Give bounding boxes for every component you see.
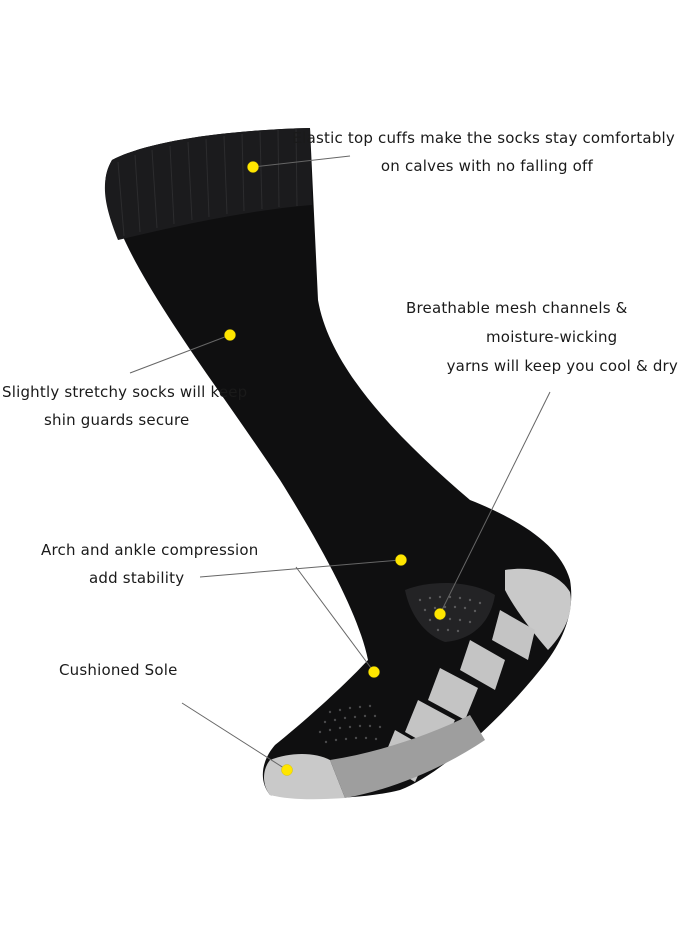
leader-sole bbox=[181, 702, 288, 771]
leader-mesh bbox=[439, 391, 551, 615]
hotspot-shin bbox=[224, 329, 236, 341]
callout-cuff: Elastic top cuffs make the socks stay co… bbox=[293, 128, 675, 176]
callout-sole-line-1: Cushioned Sole bbox=[59, 661, 178, 679]
hotspot-sole bbox=[281, 764, 293, 776]
callout-shin: Slightly stretchy socks will keep shin g… bbox=[2, 382, 247, 430]
hotspot-arch bbox=[395, 554, 407, 566]
instep-mesh bbox=[318, 704, 382, 744]
mesh-dots bbox=[418, 595, 482, 633]
callout-sole: Cushioned Sole bbox=[59, 660, 178, 680]
callout-mesh-line-2: moisture-wicking bbox=[486, 328, 618, 346]
callout-mesh-line-1: Breathable mesh channels & bbox=[406, 299, 628, 317]
sock bbox=[104, 128, 572, 800]
callout-cuff-line-1: Elastic top cuffs make the socks stay co… bbox=[292, 129, 675, 147]
callout-arch-line-2: add stability bbox=[89, 569, 185, 587]
hotspot-cuff bbox=[247, 161, 259, 173]
callout-mesh: Breathable mesh channels & moisture-wick… bbox=[400, 298, 679, 376]
heel-cushion bbox=[505, 568, 571, 650]
callout-cuff-line-2: on calves with no falling off bbox=[380, 157, 593, 175]
hotspot-ankle bbox=[368, 666, 380, 678]
callout-mesh-line-3: yarns will keep you cool & dry bbox=[446, 357, 678, 375]
leader-shin bbox=[129, 334, 231, 374]
leader-lines bbox=[129, 155, 551, 771]
sock-body bbox=[105, 128, 572, 799]
callout-shin-line-1: Slightly stretchy socks will keep bbox=[2, 383, 248, 401]
cuff-rib-lines bbox=[117, 128, 298, 237]
mesh-panel bbox=[405, 583, 495, 642]
leader-arch-1 bbox=[199, 559, 401, 578]
leader-arch-2 bbox=[295, 566, 375, 673]
callout-arch-line-1: Arch and ankle compression bbox=[41, 541, 259, 559]
sole-band bbox=[330, 715, 485, 798]
leader-cuff bbox=[252, 155, 351, 168]
hotspots bbox=[224, 161, 446, 776]
callout-shin-line-2: shin guards secure bbox=[44, 411, 190, 429]
callout-arch: Arch and ankle compression add stability bbox=[41, 540, 258, 588]
hotspot-mesh bbox=[434, 608, 446, 620]
